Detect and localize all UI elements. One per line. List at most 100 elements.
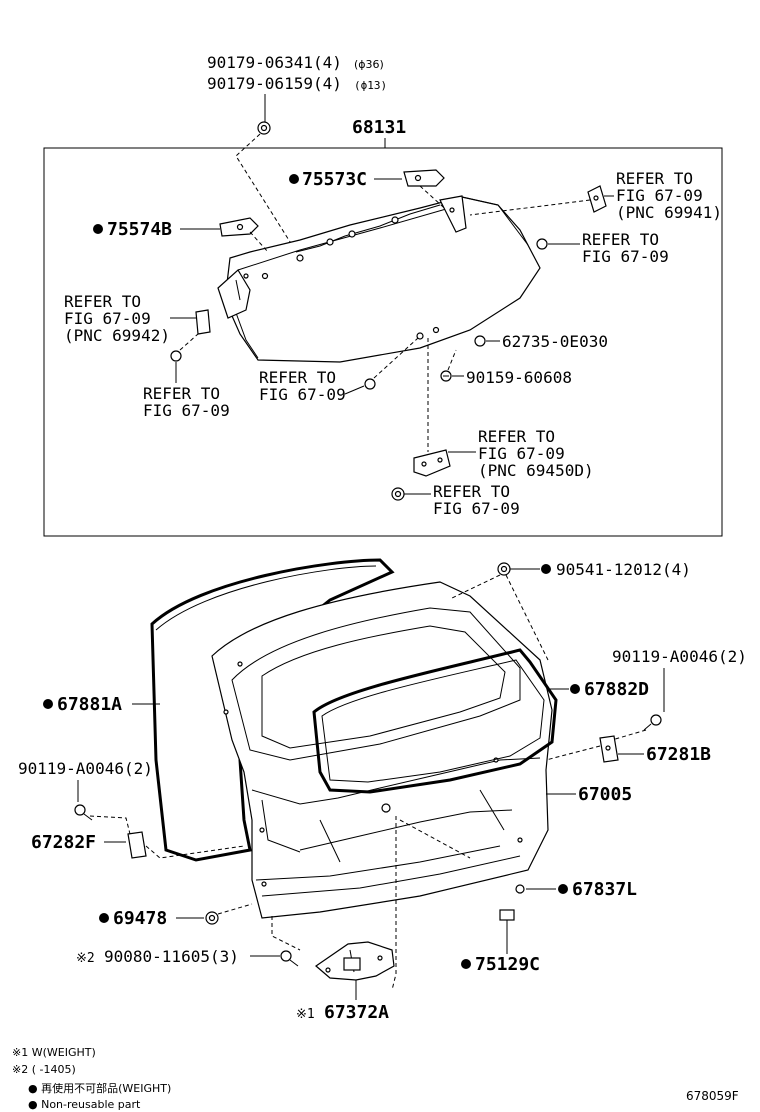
stopper-75574b-icon [219, 217, 259, 237]
defogger-wire-harness [261, 204, 441, 280]
glass-hinge-icon [413, 449, 451, 477]
dash-90159 [447, 349, 457, 371]
label-67881a: 67881A [57, 694, 122, 715]
refer-line: FIG 67-09 [433, 499, 520, 518]
back-door-panel-67005 [211, 581, 553, 919]
refer-line: REFER TO [433, 482, 510, 501]
cushion-67837l-icon [515, 884, 525, 894]
cushion-90541-icon [497, 562, 511, 576]
bolt-label-2: 90179-06159(4) [207, 74, 342, 93]
label-90080: 90080-11605(3) [104, 947, 239, 966]
refer-line: (PNC 69941) [616, 203, 722, 222]
refer-line: FIG 67-09 [64, 309, 151, 328]
figure-id: 678059F [686, 1089, 739, 1103]
label-90119-right: 90119-A0046(2) [612, 647, 747, 666]
bolt-dashed-path [235, 133, 293, 246]
legend-note-3: ● 再使用不可部品(WEIGHT) [28, 1081, 171, 1095]
refer-line: FIG 67-09 [478, 444, 565, 463]
bolt-90119-right-icon [643, 714, 662, 731]
refer-line: REFER TO [582, 230, 659, 249]
refer-fig-67-09[interactable]: REFER TO FIG 67-09 [433, 482, 520, 518]
label-67882d: 67882D [584, 679, 649, 700]
hinge-bracket-icon [439, 195, 467, 233]
bolt-90080-icon [280, 950, 299, 967]
left-hinge-bracket-icon [217, 269, 251, 319]
refer-line: REFER TO [478, 427, 555, 446]
label-62735: 62735-0E030 [502, 332, 608, 351]
non-reusable-dot [541, 564, 551, 574]
plug-69478-icon [205, 911, 219, 925]
legend-note-4: ● Non-reusable part [28, 1098, 141, 1111]
refer-line: (PNC 69450D) [478, 461, 594, 480]
dash-refer-1 [469, 199, 591, 216]
label-67372a: 67372A [324, 1002, 389, 1023]
label-90119-left: 90119-A0046(2) [18, 759, 153, 778]
refer-line: FIG 67-09 [143, 401, 230, 420]
dash-90119-left [89, 815, 131, 835]
dash-lock-b [391, 816, 397, 991]
dash-lock-a [271, 916, 301, 951]
bolt-90119-left-icon [74, 804, 93, 821]
refer-line: REFER TO [64, 292, 141, 311]
refer-fig-67-09-pnc-69941[interactable]: REFER TO FIG 67-09 (PNC 69941) [616, 169, 722, 222]
refer-line: FIG 67-09 [582, 247, 669, 266]
non-reusable-dot [461, 959, 471, 969]
refer-line: (PNC 69942) [64, 326, 170, 345]
glass-group-frame [43, 147, 723, 537]
non-reusable-dot [289, 174, 299, 184]
bolt-icon [536, 238, 548, 250]
label-75573c: 75573C [302, 169, 367, 190]
refer-line: FIG 67-09 [616, 186, 703, 205]
bolt-cap-icon [257, 121, 271, 135]
weatherstrip-67881a [150, 558, 395, 862]
dash-refer-5 [373, 337, 419, 379]
dash-90541-b [505, 574, 549, 661]
hinge-cover-67282f-icon [127, 831, 147, 859]
legend-note-1: ※1 W(WEIGHT) [12, 1046, 96, 1059]
refer-line: REFER TO [259, 368, 336, 387]
right-stay-bracket-icon [587, 185, 607, 213]
dash-69478 [217, 903, 253, 915]
refer-line: REFER TO [616, 169, 693, 188]
dash-90119-right [611, 729, 647, 741]
leader-refer-5 [344, 385, 365, 395]
label-69478: 69478 [113, 908, 167, 929]
legend-note-2: ※2 ( -1405) [12, 1063, 76, 1076]
bolt-note-2: (ϕ13) [354, 79, 387, 92]
bolt-note-1: (ϕ36) [354, 58, 384, 71]
label-67837l: 67837L [572, 879, 637, 900]
bolt-icon [364, 378, 376, 390]
refer-fig-67-09[interactable]: REFER TO FIG 67-09 [143, 384, 230, 420]
refer-line: FIG 67-09 [259, 385, 346, 404]
refer-fig-67-09[interactable]: REFER TO FIG 67-09 [582, 230, 669, 266]
refer-line: REFER TO [143, 384, 220, 403]
dash-67282f [145, 845, 245, 859]
glass-hole-icon [432, 326, 440, 334]
label-75129c: 75129C [475, 954, 540, 975]
non-reusable-dot [99, 913, 109, 923]
label-67005: 67005 [578, 784, 632, 805]
label-75574b: 75574B [107, 219, 172, 240]
mark-1: ※1 [296, 1007, 315, 1022]
label-90159: 90159-60608 [466, 368, 572, 387]
hinge-cover-67281b-icon [599, 735, 619, 763]
stopper-75573c-icon [403, 169, 445, 187]
refer-fig-67-09[interactable]: REFER TO FIG 67-09 [259, 368, 346, 404]
emblem-75129c-icon [499, 909, 515, 921]
left-damper-stay-icon [195, 309, 211, 335]
non-reusable-dot [558, 884, 568, 894]
bolt-label-1: 90179-06341(4) [207, 53, 342, 72]
non-reusable-dot [570, 684, 580, 694]
dash-lock-c [399, 819, 471, 859]
weatherstrip-67882d [312, 648, 558, 794]
dash-90541-a [451, 574, 501, 599]
refer-fig-67-09-pnc-69450d[interactable]: REFER TO FIG 67-09 (PNC 69450D) [478, 427, 594, 480]
label-67282f: 67282F [31, 832, 96, 853]
glass-hole-icon [416, 332, 424, 340]
dash-refer-4 [179, 333, 199, 351]
cap-62735-icon [474, 335, 486, 347]
refer-fig-67-09-pnc-69942[interactable]: REFER TO FIG 67-09 (PNC 69942) [64, 292, 170, 345]
nut-icon [391, 487, 405, 501]
non-reusable-dot [43, 699, 53, 709]
